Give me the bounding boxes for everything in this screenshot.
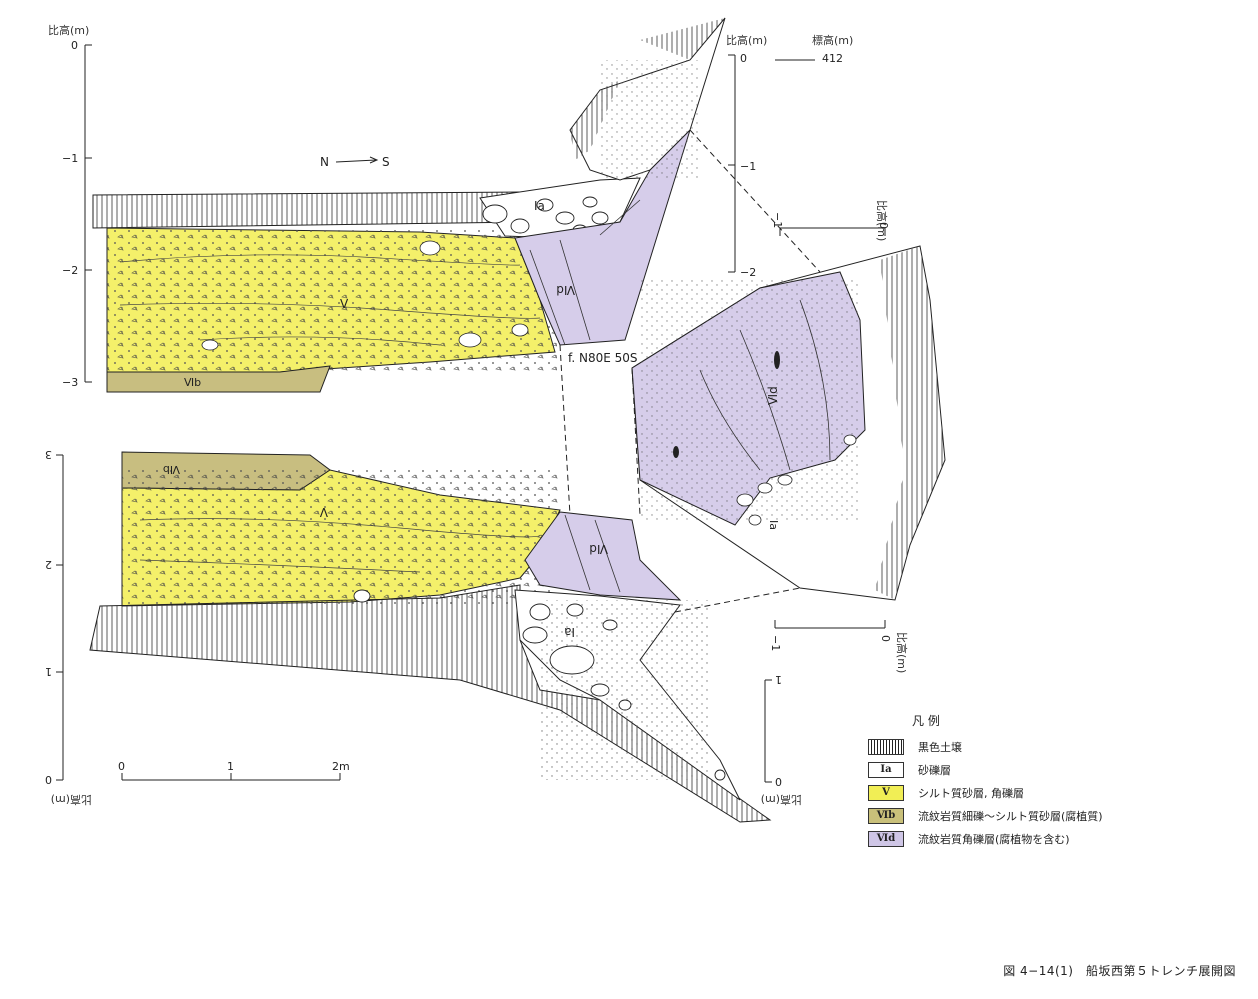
- elevation-title: 標高(m): [812, 33, 853, 47]
- figure-caption: 図 4−14(1) 船坂西第５トレンチ展開図: [1003, 964, 1236, 978]
- rotated-axis-top-tick-0: 0: [877, 222, 890, 229]
- left-axis-bottom: 比高(m) 0 1 2 3: [45, 448, 92, 807]
- legend-swatch-vid: Ⅵd: [868, 830, 904, 847]
- bottom-right-axis-tick-0: 0: [775, 775, 782, 788]
- layer-label-vid-lower: Ⅵd: [589, 542, 608, 556]
- legend-label: シルト質砂層, 角礫層: [918, 786, 1024, 800]
- bottom-left-axis-tick-3: 3: [45, 448, 52, 461]
- layer-label-vib-lower: Ⅵb: [163, 463, 180, 476]
- layer-label-ia-lower: Ⅰa: [564, 625, 575, 639]
- legend-swatch-black-soil: [868, 738, 904, 755]
- left-axis-tick-0: 0: [71, 39, 78, 52]
- legend-item-vid: Ⅵd 流紋岩質角礫層(腐植物を含む): [868, 827, 1148, 850]
- rotated-axis-top-title: 比高(m): [875, 200, 889, 241]
- fault-label: f. N80E 50S: [568, 351, 638, 365]
- end-wall-section: Ⅵd Ⅰa: [559, 129, 946, 613]
- rotated-axis-bottom-title: 比高(m): [895, 632, 909, 673]
- layer-label-vid-upper: Ⅵd: [556, 283, 575, 297]
- layer-label-ia-end: Ⅰa: [767, 520, 780, 530]
- south-label: S: [382, 155, 390, 169]
- rotated-axis-top: 比高(m) 0 −1: [771, 200, 890, 241]
- bottom-right-axis-tick-1: 1: [775, 673, 782, 686]
- right-axis-bottom: 比高(m) 0 1: [761, 673, 802, 807]
- bottom-left-axis-tick-2: 2: [45, 558, 52, 571]
- scale-tick-2: 2m: [332, 760, 350, 773]
- layer-vib-upper: [106, 365, 331, 393]
- legend-item-black-soil: 黒色土壌: [868, 735, 1148, 758]
- left-axis-tick-3: −3: [62, 376, 78, 389]
- rotated-axis-bottom-tick-1: −1: [769, 635, 782, 651]
- legend-swatch-v: Ⅴ: [868, 784, 904, 801]
- right-axis-tick-2: −2: [740, 266, 756, 279]
- left-axis-top: 比高(m) 0 −1 −2 −3: [48, 23, 92, 389]
- left-axis-tick-1: −1: [62, 152, 78, 165]
- legend: 凡 例 黒色土壌 Ⅰa 砂礫層 Ⅴ シルト質砂層, 角礫層 Ⅵb 流紋岩質細礫〜…: [868, 712, 1148, 850]
- right-axis-title: 比高(m): [726, 33, 767, 47]
- upper-section: [92, 17, 726, 393]
- layer-label-ia-upper: Ⅰa: [534, 199, 545, 213]
- legend-swatch-vib: Ⅵb: [868, 807, 904, 824]
- legend-swatch-ia: Ⅰa: [868, 761, 904, 778]
- scale-tick-1: 1: [227, 760, 234, 773]
- scale-tick-0: 0: [118, 760, 125, 773]
- left-axis-title: 比高(m): [48, 23, 89, 37]
- legend-label: 流紋岩質細礫〜シルト質砂層(腐植質): [918, 809, 1103, 823]
- lower-section: [89, 451, 772, 823]
- direction-arrow: N S: [320, 155, 390, 169]
- right-axis-tick-0: 0: [740, 52, 747, 65]
- legend-item-ia: Ⅰa 砂礫層: [868, 758, 1148, 781]
- scale-bar: 0 1 2m: [118, 760, 350, 781]
- right-axis-top: 比高(m) 標高(m) 412 0 −1 −2: [726, 33, 853, 279]
- rotated-axis-top-tick-1: −1: [771, 212, 784, 228]
- elevation-value: 412: [822, 52, 843, 65]
- bottom-left-axis-tick-0: 0: [45, 773, 52, 786]
- bottom-right-axis-title: 比高(m): [761, 793, 802, 807]
- bottom-left-axis-title: 比高(m): [51, 793, 92, 807]
- layer-label-vid-end: Ⅵd: [766, 386, 780, 405]
- layer-label-v-upper: Ⅴ: [340, 297, 349, 311]
- north-label: N: [320, 155, 329, 169]
- legend-label: 砂礫層: [918, 763, 951, 777]
- right-axis-tick-1: −1: [740, 160, 756, 173]
- left-axis-tick-2: −2: [62, 264, 78, 277]
- rotated-axis-bottom-tick-0: 0: [879, 635, 892, 642]
- legend-title: 凡 例: [912, 714, 940, 728]
- bottom-left-axis-tick-1: 1: [45, 665, 52, 678]
- rotated-axis-bottom: 比高(m) 0 −1: [769, 620, 909, 673]
- legend-label: 流紋岩質角礫層(腐植物を含む): [918, 832, 1070, 846]
- legend-item-vib: Ⅵb 流紋岩質細礫〜シルト質砂層(腐植質): [868, 804, 1148, 827]
- layer-vid-lower: [524, 511, 682, 601]
- legend-item-v: Ⅴ シルト質砂層, 角礫層: [868, 781, 1148, 804]
- black-soil-layer: [92, 191, 526, 229]
- legend-label: 黒色土壌: [918, 740, 962, 754]
- layer-label-v-lower: Ⅴ: [319, 505, 328, 519]
- layer-label-vib-upper: Ⅵb: [184, 376, 201, 389]
